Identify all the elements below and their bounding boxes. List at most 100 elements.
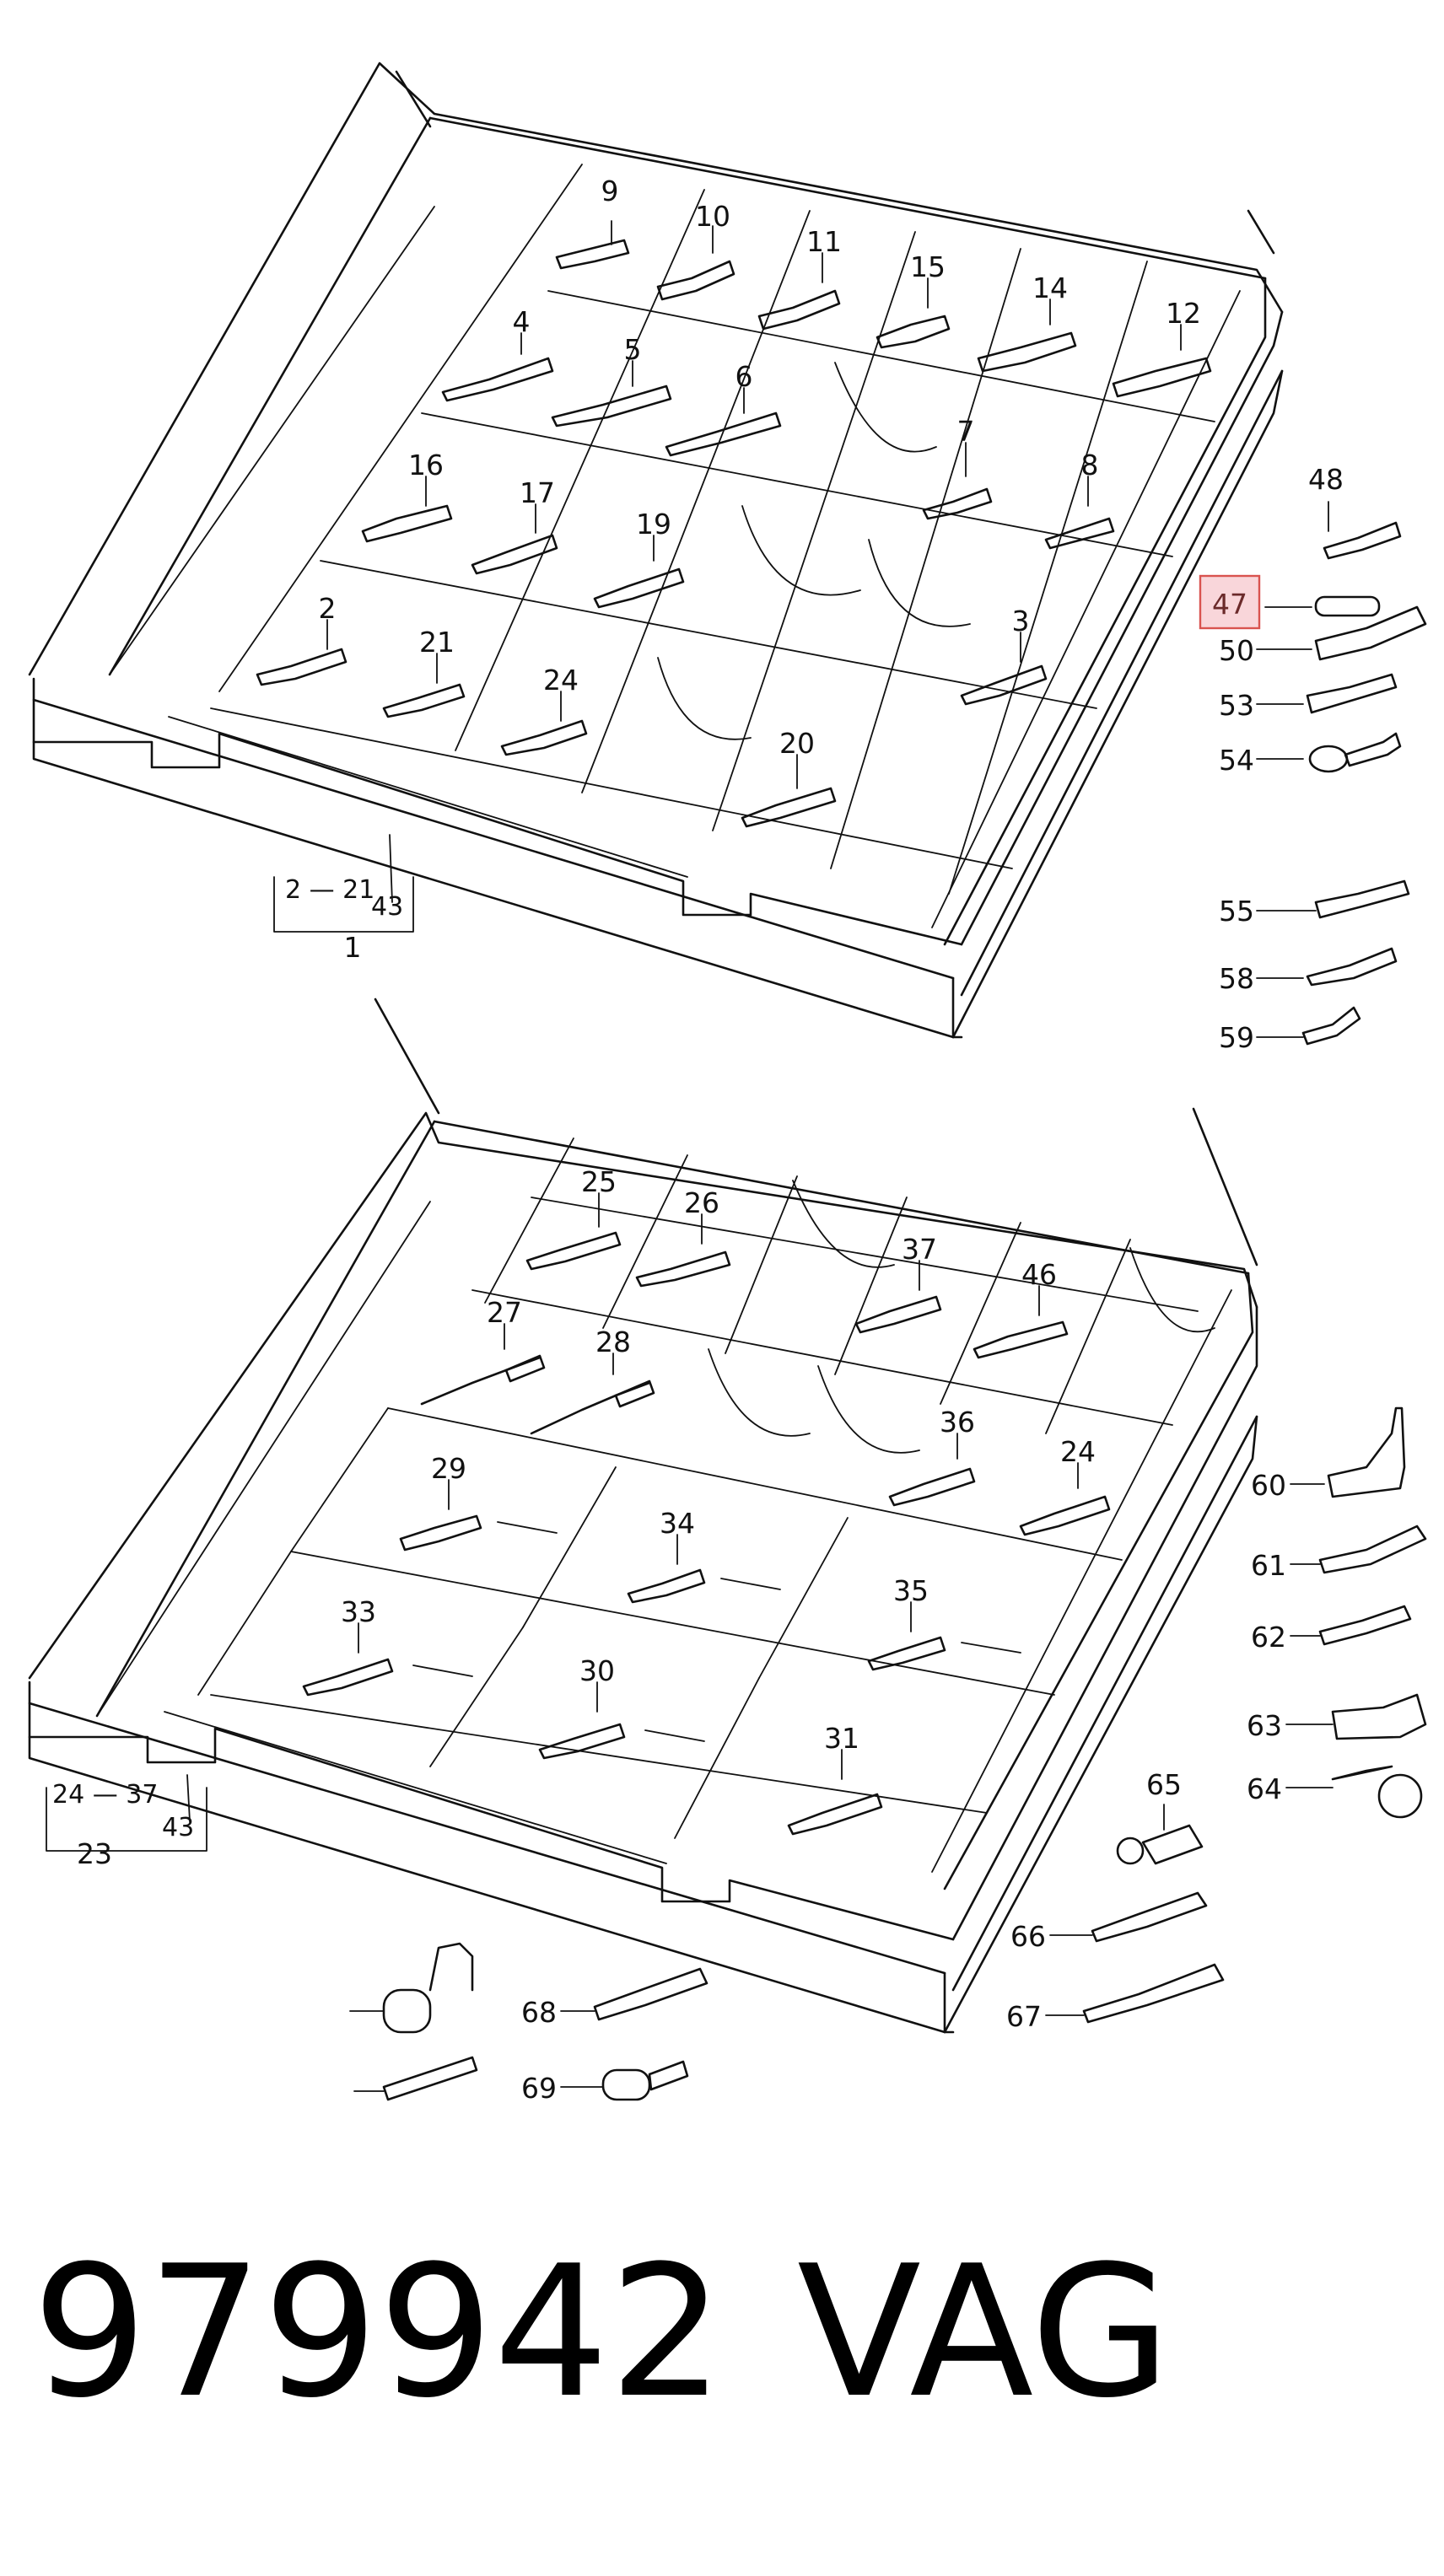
part-37-icon [973, 1285, 1069, 1359]
callout-3: 3 [1012, 605, 1030, 637]
callout-36: 37 [902, 1233, 937, 1266]
callout-65: 67 [1006, 2000, 1042, 2033]
callout-32: 33 [341, 1595, 376, 1628]
part-26-icon [635, 1213, 731, 1288]
callout-10: 10 [695, 200, 730, 233]
top-kit-range: 2 — 21 [285, 875, 374, 905]
callout-11: 11 [806, 225, 842, 258]
part-31-icon [787, 1749, 883, 1836]
part-9-icon [555, 220, 630, 270]
callout-48: 50 [1219, 634, 1254, 667]
callout-29: 29 [431, 1452, 466, 1485]
part-19-icon [741, 754, 837, 828]
callout-25: 25 [581, 1165, 617, 1198]
part-27-icon [420, 1323, 546, 1406]
top-tray-parts [256, 220, 1212, 828]
callout-34: 35 [893, 1574, 929, 1607]
callout-61: 63 [1247, 1709, 1282, 1742]
part-21-icon [500, 691, 588, 756]
bottom-kit-id: 23 [77, 1837, 112, 1870]
callout-15: 16 [408, 449, 444, 481]
callout-50: 54 [1219, 744, 1254, 777]
part-16-icon [471, 503, 558, 575]
part-10-icon [656, 225, 735, 301]
top-kit-bracket: 2 — 21 43 1 [273, 875, 414, 964]
callout-54: 58 [1219, 962, 1254, 995]
callout-55: 59 [1219, 1021, 1254, 1054]
part-35-icon [888, 1433, 976, 1507]
part-25-icon [525, 1192, 622, 1271]
bottom-tray-parts [302, 1192, 1111, 1836]
part-34-icon [867, 1601, 1021, 1671]
brand-title: VAG [797, 2226, 1171, 2438]
callout-20: 21 [419, 626, 455, 659]
part-20-icon [382, 653, 466, 718]
callout-49: 53 [1219, 689, 1254, 722]
side-parts-top [1256, 501, 1427, 1046]
callout-67: 69 [521, 2072, 557, 2105]
part-7-icon [922, 442, 993, 520]
part-15-icon [361, 476, 453, 543]
part-33-icon [627, 1534, 781, 1604]
side-parts-bottom [1045, 1406, 1427, 2024]
part-17-icon [593, 535, 685, 609]
part-32-icon [302, 1622, 473, 1697]
callout-59: 61 [1251, 1549, 1286, 1582]
callout-27: 27 [487, 1296, 522, 1329]
callout-12: 12 [1166, 297, 1201, 330]
bottom-kit-bracket: 24 — 37 43 23 [46, 1780, 207, 1870]
callout-66: 68 [521, 1996, 557, 2029]
top-kit-extra: 43 [371, 892, 403, 922]
callout-16: 17 [520, 476, 555, 509]
callout-5: 5 [624, 333, 642, 366]
highlight-box [1199, 574, 1261, 630]
part-13-icon [977, 298, 1077, 373]
callout-33: 34 [660, 1507, 695, 1540]
loose-parts-bottom-left [349, 1942, 709, 2101]
part-24-icon [1019, 1462, 1111, 1536]
callout-31: 31 [824, 1722, 859, 1755]
callout-35: 36 [940, 1406, 975, 1439]
bottom-tray [28, 998, 1258, 2034]
callout-6: 6 [735, 360, 753, 393]
part-8-icon [1044, 476, 1115, 550]
callout-14: 15 [910, 250, 946, 283]
part-28-icon [530, 1353, 655, 1435]
callout-2: 2 [319, 592, 337, 625]
part-4-icon [441, 332, 554, 402]
part-30-icon [538, 1681, 705, 1760]
callout-7: 7 [957, 415, 975, 448]
part-11-icon [757, 252, 841, 331]
part-36-icon [854, 1260, 942, 1334]
callout-60: 62 [1251, 1621, 1286, 1654]
callout-58: 60 [1251, 1469, 1286, 1502]
callout-21: 24 [543, 664, 579, 696]
callout-64: 66 [1010, 1920, 1046, 1953]
callout-62: 64 [1247, 1772, 1282, 1805]
part-29-icon [399, 1479, 558, 1552]
callout-46: 48 [1308, 463, 1344, 496]
callout-9: 9 [601, 175, 619, 207]
callout-30: 30 [579, 1654, 615, 1687]
callout-19: 20 [779, 727, 815, 760]
callout-26: 26 [684, 1186, 719, 1219]
callout-labels: 9 10 11 15 14 12 4 5 6 7 8 16 17 19 2 21… [319, 175, 1344, 2105]
part-6-icon [665, 387, 782, 457]
bottom-kit-extra: 43 [162, 1813, 194, 1842]
callout-37: 46 [1021, 1258, 1057, 1291]
part-2-icon [256, 619, 348, 686]
callout-28: 28 [595, 1326, 631, 1358]
callout-13: 14 [1032, 272, 1068, 304]
callout-4: 4 [513, 305, 531, 338]
part-14-icon [876, 277, 951, 349]
callout-53: 55 [1219, 895, 1254, 928]
part-5-icon [551, 360, 672, 428]
callout-17: 19 [636, 508, 671, 540]
callout-47: 47 [1212, 588, 1247, 621]
callout-63: 65 [1146, 1768, 1182, 1801]
bottom-kit-range: 24 — 37 [52, 1780, 158, 1810]
part-3-icon [960, 632, 1048, 706]
callout-24: 24 [1060, 1435, 1096, 1468]
callout-8: 8 [1081, 449, 1099, 481]
